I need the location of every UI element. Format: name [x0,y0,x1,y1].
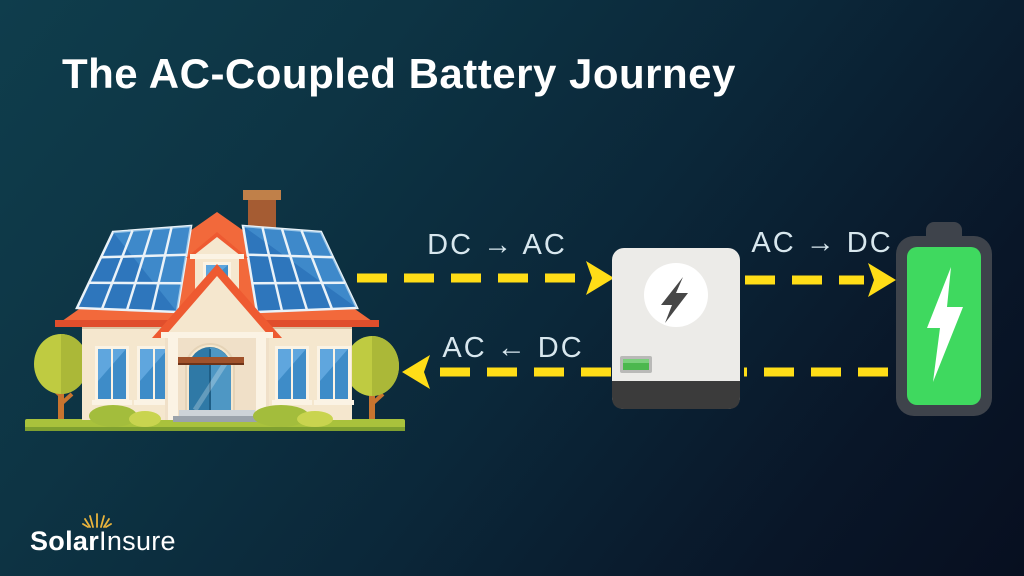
window-icon [314,346,354,405]
steps [179,410,255,416]
house-with-solar-panels-icon [25,190,405,431]
inverter-icon [612,248,740,409]
brand-name-light: Insure [99,526,176,556]
steps [173,416,261,422]
arrowhead-left-icon [402,355,430,389]
tree-left-icon [34,334,88,428]
window-icon [272,346,312,405]
lightning-bolt-icon [661,277,688,323]
brand-name-bold: Solar [30,526,100,556]
lightning-bolt-icon [927,267,963,382]
arrowhead-right-icon [868,263,896,297]
arrowhead-right-icon [586,261,614,295]
flow-label-ac-from-dc: AC ← DC [442,332,584,364]
front-door-icon [185,343,235,421]
entrance-porch [152,264,282,422]
bushes [89,405,333,427]
grass-shadow [25,427,405,431]
arrow-house-to-inverter [357,261,614,295]
sunburst-icon [82,513,112,528]
inverter-base [612,381,740,409]
flow-label-ac-to-dc: AC → DC [751,227,893,259]
status-led [620,356,652,373]
solar-panel-right-icon [241,224,359,314]
awning-shadow [178,363,244,365]
window-icon [92,346,132,405]
window-icon [134,346,174,405]
tree-right-icon [345,336,399,428]
arrow-battery-to-house [402,355,888,389]
arrow-inverter-to-battery [745,263,896,297]
brand-logo: SolarInsure [30,506,250,562]
awning-bar [178,357,244,363]
solar-panel-left-icon [75,224,193,314]
flow-label-dc-to-ac: DC → AC [427,229,567,261]
page-title: The AC-Coupled Battery Journey [62,50,736,97]
brand-name: SolarInsure [30,526,176,557]
battery-charging-icon [896,222,992,416]
